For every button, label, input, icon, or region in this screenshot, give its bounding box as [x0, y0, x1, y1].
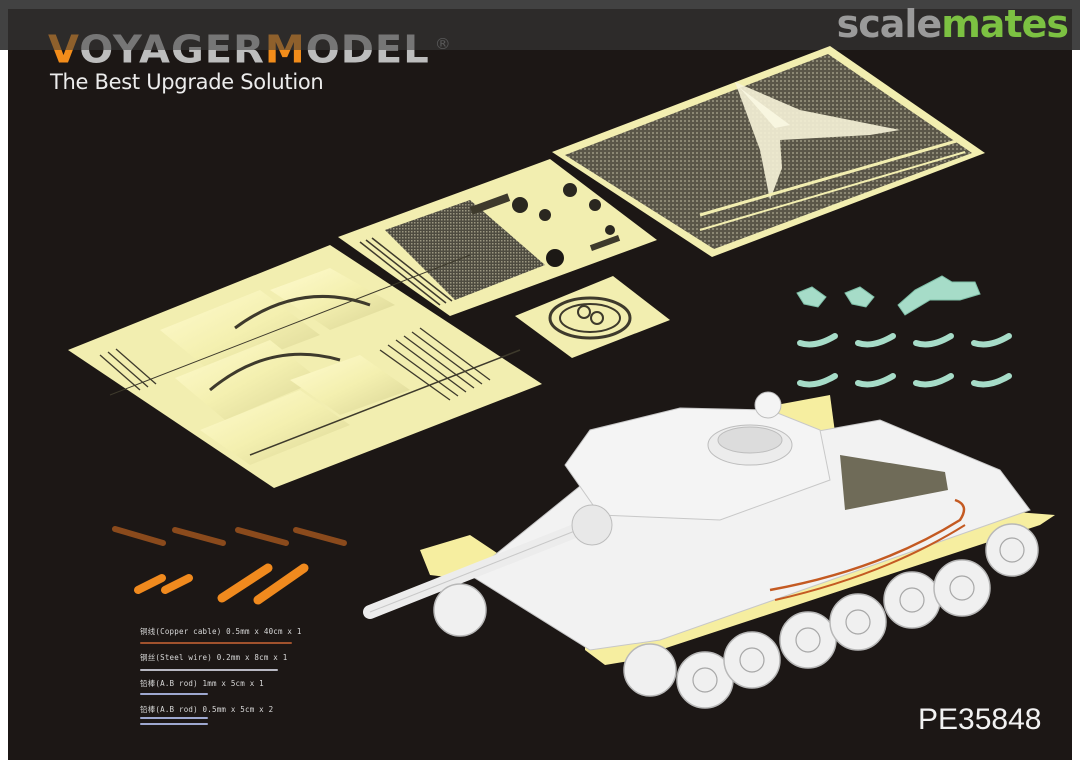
resin-parts	[796, 275, 1012, 388]
brass-items	[134, 563, 309, 605]
legend-text: 铅棒(A.B rod) 1mm x 5cm x 1	[140, 679, 264, 688]
legend-text: 铜线(Copper cable) 0.5mm x 40cm x 1	[140, 627, 302, 636]
pe-sheet-small-rings	[515, 276, 670, 358]
ab-rod-05mm-swatch-b	[140, 723, 208, 725]
watermark-mates: mates	[941, 2, 1069, 46]
steel-wire-swatch	[140, 669, 278, 671]
legend-text: 钢丝(Steel wire) 0.2mm x 8cm x 1	[140, 653, 288, 662]
pe-sheet-large-left	[68, 245, 542, 488]
tank-illustration	[363, 391, 1055, 709]
springs	[112, 526, 347, 546]
pe-sheet-center	[338, 159, 657, 316]
ab-rod-1mm-swatch	[140, 693, 208, 695]
product-code: PE35848	[918, 703, 1042, 736]
scalemates-watermark[interactable]: scalemates	[836, 2, 1069, 46]
legend-text: 铅棒(A.B rod) 0.5mm x 5cm x 2	[140, 705, 274, 714]
ab-rod-05mm-swatch-a	[140, 717, 208, 719]
pe-sheet-mesh-right	[552, 46, 985, 257]
brand-tagline: The Best Upgrade Solution	[50, 70, 324, 94]
watermark-scale: scale	[836, 2, 943, 46]
copper-cable-swatch	[140, 642, 292, 644]
